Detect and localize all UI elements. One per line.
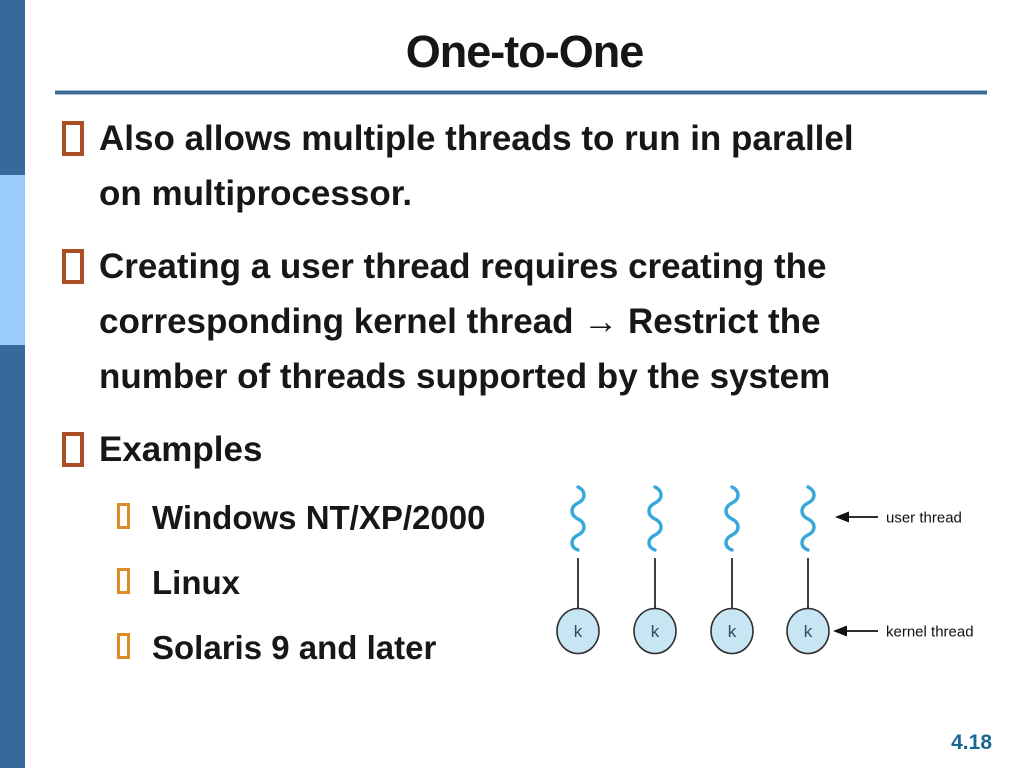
square-bullet-icon bbox=[62, 121, 84, 156]
sidebar-segment-dark-bottom bbox=[0, 345, 25, 768]
square-sub-bullet-icon bbox=[117, 568, 130, 594]
bullet-text: Also allows multiple threads to run in p… bbox=[99, 111, 854, 221]
user-thread-squiggle-icon bbox=[800, 485, 816, 552]
kernel-thread-circle bbox=[633, 607, 677, 655]
sidebar-segment-light-mid bbox=[0, 175, 25, 345]
bullet-text: Examples bbox=[99, 422, 262, 477]
user-thread-squiggle-icon bbox=[724, 485, 740, 552]
bullet-text-line: corresponding kernel thread → Restrict t… bbox=[99, 302, 821, 341]
slide-content: One-to-One Also allows multiple threads … bbox=[25, 0, 1024, 675]
kernel-thread-annotation: kernel thread bbox=[833, 624, 974, 641]
sub-bullet-text: Windows NT/XP/2000 bbox=[152, 499, 486, 536]
left-arrowhead-icon bbox=[833, 625, 847, 637]
thread-column: k bbox=[786, 485, 830, 655]
sub-bullet-text: Linux bbox=[152, 564, 240, 601]
user-thread-squiggle-icon bbox=[647, 485, 663, 552]
square-bullet-icon bbox=[62, 432, 84, 467]
bullet-text: Creating a user thread requires creating… bbox=[99, 239, 830, 404]
bullet-text-line: number of threads supported by the syste… bbox=[99, 357, 831, 396]
kernel-thread-circle bbox=[710, 607, 754, 655]
title-divider-line bbox=[55, 90, 987, 95]
page-number: 4.18 bbox=[951, 731, 992, 754]
square-sub-bullet-icon bbox=[117, 633, 130, 659]
kernel-node-label: k bbox=[651, 622, 660, 641]
thread-column: k bbox=[556, 485, 600, 655]
kernel-thread-label: kernel thread bbox=[886, 624, 974, 641]
examples-sub-list: Windows NT/XP/2000 Linux Solaris 9 and l… bbox=[117, 490, 1024, 675]
square-bullet-icon bbox=[62, 249, 84, 284]
sidebar-segment-dark-top bbox=[0, 0, 25, 175]
sub-bullet-item-solaris: Solaris 9 and later bbox=[117, 620, 1024, 675]
sub-bullet-text: Solaris 9 and later bbox=[152, 629, 437, 666]
kernel-node-label: k bbox=[728, 622, 737, 641]
bullet-text-line: on multiprocessor. bbox=[99, 174, 413, 213]
bullet-text-line: Also allows multiple threads to run in p… bbox=[99, 119, 854, 158]
bullet-item-examples: Examples bbox=[62, 422, 1024, 477]
slide-title: One-to-One bbox=[405, 26, 644, 77]
user-thread-squiggle-icon bbox=[570, 485, 586, 552]
bullet-item-parallel: Also allows multiple threads to run in p… bbox=[62, 111, 1024, 221]
bullet-item-kernel-thread: Creating a user thread requires creating… bbox=[62, 239, 1024, 404]
bullet-text-line: Creating a user thread requires creating… bbox=[99, 247, 827, 286]
user-thread-label: user thread bbox=[886, 510, 962, 527]
kernel-thread-circle bbox=[786, 607, 830, 655]
sub-bullet-item-linux: Linux bbox=[117, 555, 1024, 610]
bullet-text-line: Examples bbox=[99, 430, 263, 469]
one-to-one-thread-diagram: k k k k user thread bbox=[556, 485, 974, 655]
thread-column: k bbox=[710, 485, 754, 655]
kernel-thread-circle bbox=[556, 607, 600, 655]
thread-column: k bbox=[633, 485, 677, 655]
kernel-node-label: k bbox=[804, 622, 813, 641]
kernel-node-label: k bbox=[574, 622, 583, 641]
left-arrowhead-icon bbox=[835, 511, 849, 523]
sidebar-accent-bar bbox=[0, 0, 25, 768]
square-sub-bullet-icon bbox=[117, 503, 130, 529]
sub-bullet-item-windows: Windows NT/XP/2000 bbox=[117, 490, 1024, 545]
user-thread-annotation: user thread bbox=[835, 510, 962, 527]
bullet-list: Also allows multiple threads to run in p… bbox=[25, 95, 1024, 675]
